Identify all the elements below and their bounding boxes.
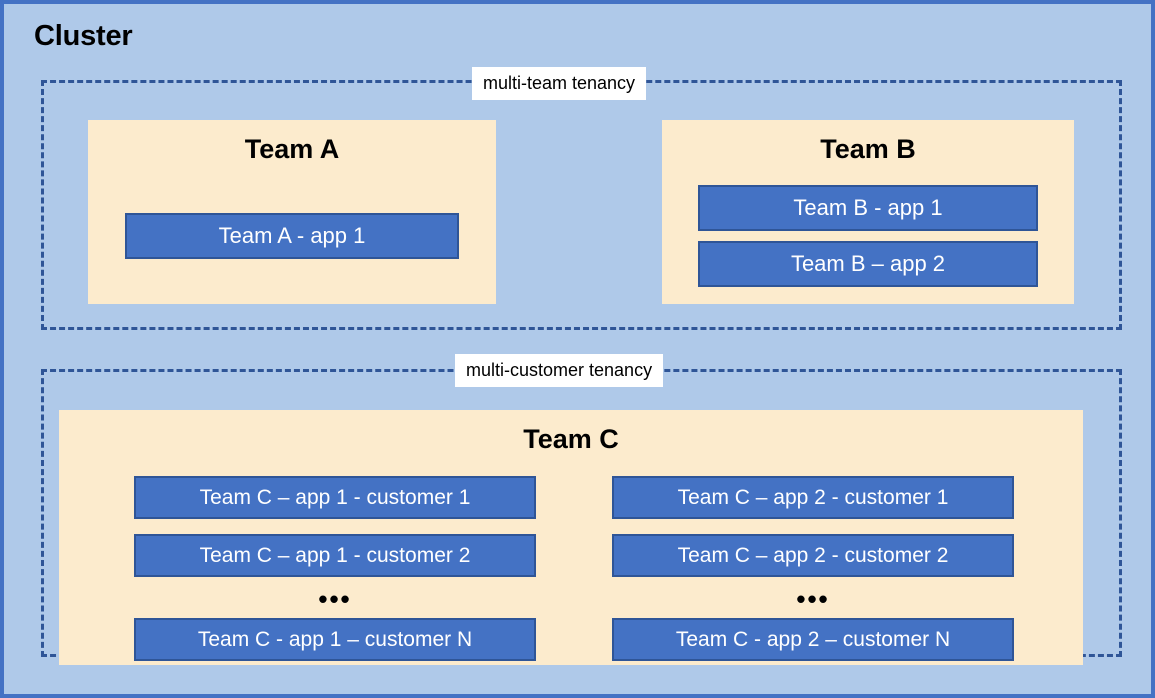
app-box-team-c-app-2-customer-2[interactable]: Team C – app 2 - customer 2 [612,534,1014,577]
cluster-title: Cluster [34,20,133,52]
app-box-team-b-app-2[interactable]: Team B – app 2 [698,241,1038,287]
app-box-team-c-app-2-customer-1[interactable]: Team C – app 2 - customer 1 [612,476,1014,519]
team-panel-team-c: Team C Team C – app 1 - customer 1 Team … [59,410,1083,665]
team-title-team-a: Team A [244,134,340,164]
zone-label-multi-customer-tenancy: multi-customer tenancy [455,354,664,388]
app-box-team-c-app-1-customer-2[interactable]: Team C – app 1 - customer 2 [134,534,536,577]
app-box-team-c-app-1-customer-n[interactable]: Team C - app 1 – customer N [134,618,536,661]
ellipsis-team-c-app-2: ••• [796,584,830,614]
app-box-team-c-app-2-customer-n[interactable]: Team C - app 2 – customer N [612,618,1014,661]
ellipsis-team-c-app-1: ••• [318,584,352,614]
team-title-team-c: Team C [523,424,619,454]
app-box-team-b-app-1[interactable]: Team B - app 1 [698,185,1038,231]
zone-label-multi-team-tenancy: multi-team tenancy [472,67,647,101]
app-box-team-a-app-1[interactable]: Team A - app 1 [125,213,459,259]
app-box-team-c-app-1-customer-1[interactable]: Team C – app 1 - customer 1 [134,476,536,519]
team-title-team-b: Team B [820,134,916,164]
team-panel-team-a: Team A Team A - app 1 [88,120,496,304]
team-panel-team-b: Team B Team B - app 1 Team B – app 2 [662,120,1074,304]
